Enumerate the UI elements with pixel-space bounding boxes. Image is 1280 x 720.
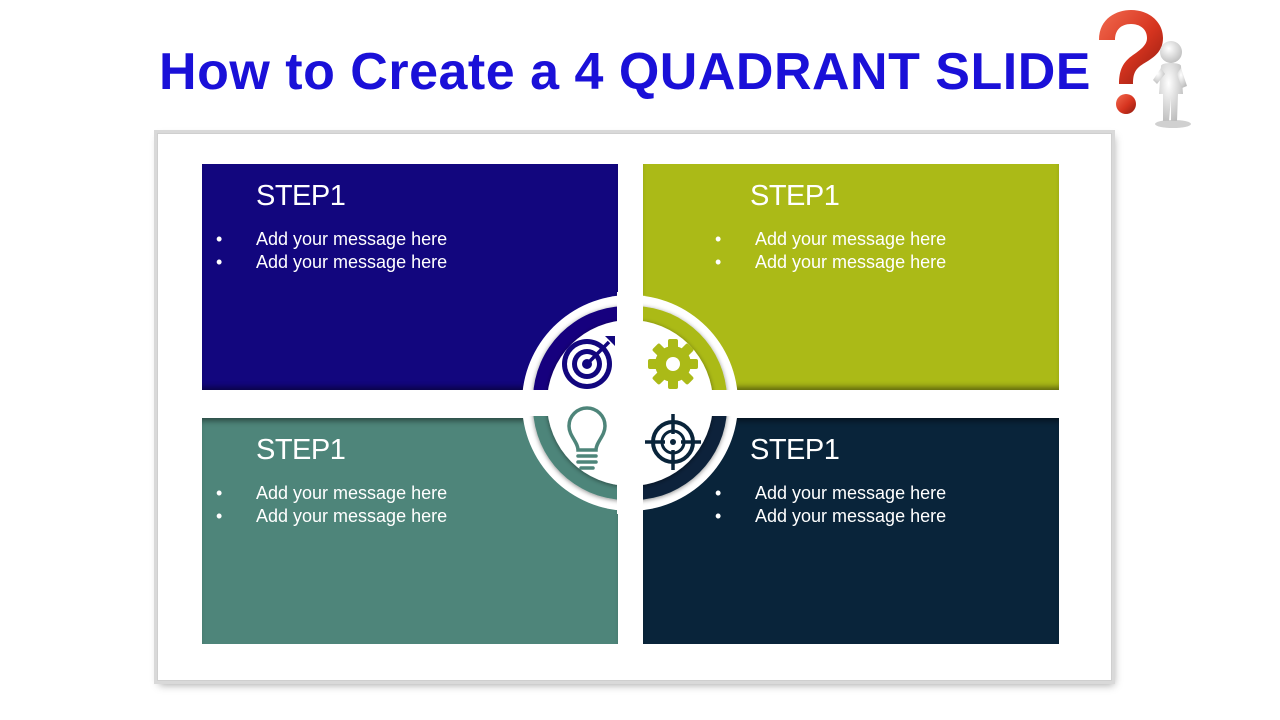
step-title: STEP1 <box>750 180 840 212</box>
bullet-list: •Add your message here •Add your message… <box>216 482 447 528</box>
question-mark-figure-icon <box>1099 10 1191 128</box>
gear-icon <box>648 339 698 389</box>
bullet-item: •Add your message here <box>216 229 448 249</box>
bullet-item: •Add your message here <box>715 252 947 272</box>
step-title: STEP1 <box>256 180 346 212</box>
center-hub <box>520 292 740 514</box>
bullet-list: •Add your message here •Add your message… <box>715 482 946 528</box>
bullet-item: •Add your message here <box>715 506 947 526</box>
bullet-list: •Add your message here •Add your message… <box>715 228 946 274</box>
quadrant-top-right: STEP1 •Add your message here •Add your m… <box>643 164 1059 390</box>
slide-heading: How to Create a 4 QUADRANT SLIDE <box>159 43 1091 101</box>
quadrant-top-left: STEP1 •Add your message here •Add your m… <box>202 164 618 390</box>
bullet-item: •Add your message here <box>216 506 448 526</box>
bullet-item: •Add your message here <box>216 252 448 272</box>
step-title: STEP1 <box>256 434 346 466</box>
lightbulb-icon <box>567 406 607 470</box>
bullet-item: •Add your message here <box>715 229 947 249</box>
bullet-item: •Add your message here <box>715 483 947 503</box>
bullet-list: •Add your message here •Add your message… <box>216 228 447 274</box>
crosshair-icon <box>645 414 701 470</box>
target-arrow-icon <box>562 336 615 389</box>
step-title: STEP1 <box>750 434 840 466</box>
bullet-item: •Add your message here <box>216 483 448 503</box>
